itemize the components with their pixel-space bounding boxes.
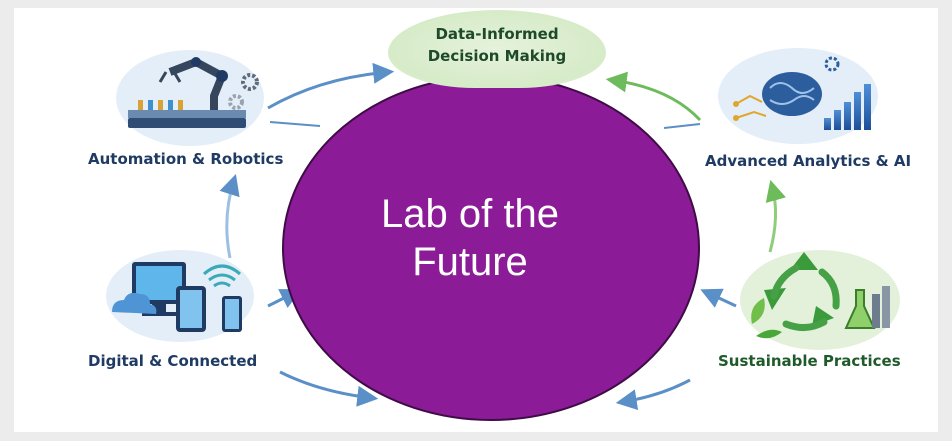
center-title-line1: Lab of the xyxy=(381,192,559,236)
center-title: Lab of the Future xyxy=(340,190,600,286)
top-node-line2: Decision Making xyxy=(427,47,567,65)
arrow-into-center-right xyxy=(700,288,737,308)
digital-connected-label: Digital & Connected xyxy=(88,352,258,370)
flask-icon xyxy=(844,286,890,329)
top-node-line1: Data-Informed xyxy=(435,25,559,43)
arrow-bottomright-to-topright xyxy=(765,179,787,253)
cloud-icon xyxy=(112,292,157,314)
automation-robotics-label: Automation & Robotics xyxy=(88,150,284,168)
top-node-label: Data-Informed Decision Making xyxy=(388,23,606,67)
arrow-bottomleft-to-topleft xyxy=(219,173,240,259)
bar-chart-icon xyxy=(824,56,871,130)
phone-icon xyxy=(222,296,242,332)
sustainable-practices-label: Sustainable Practices xyxy=(718,352,901,370)
advanced-analytics-label: Advanced Analytics & AI xyxy=(705,152,912,170)
arrow-topleft-to-top xyxy=(267,62,395,110)
connector-topleft xyxy=(269,121,321,127)
tablet-icon xyxy=(176,286,206,332)
arrow-bottomleft-to-bottom xyxy=(279,370,379,407)
center-title-line2: Future xyxy=(412,240,528,284)
wifi-icon xyxy=(203,264,241,288)
leaf-icon xyxy=(751,298,782,339)
top-node-background xyxy=(388,10,606,88)
robot-arm-icon xyxy=(116,50,264,146)
cycle-arrows xyxy=(219,62,787,411)
arrow-topright-to-top xyxy=(605,71,702,122)
connector-topright xyxy=(663,123,701,129)
arrow-bottomright-to-bottom xyxy=(615,378,691,411)
gear-icon xyxy=(228,73,259,110)
